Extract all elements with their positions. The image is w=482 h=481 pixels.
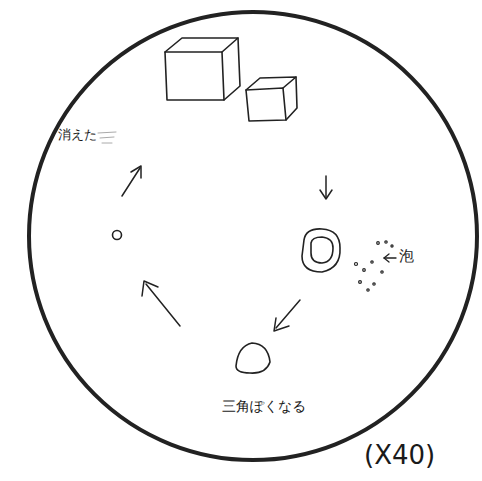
arrow [146,284,180,326]
bubbles [355,241,394,291]
arrow-head [131,166,141,178]
bubble-label: 泡 [399,248,414,265]
arrow-head [320,190,332,199]
pointer-head [384,254,389,262]
arrow-head [142,281,158,296]
field-of-view [29,12,477,460]
rounded-crystal [236,343,270,373]
sugar-cube-large [165,38,240,100]
arrow-head [274,318,289,331]
pointer-arrow [384,257,396,258]
vanish-strokes [98,132,116,143]
tiny-crystal [113,231,122,240]
arrow [276,300,300,328]
arrow [325,176,327,198]
dissolving-cube [302,229,340,272]
magnification: (X40) [364,441,435,471]
shape-note: 三角ぽくなる [222,398,306,414]
state-note: 消えた [58,128,97,143]
sugar-cube-small [246,77,297,121]
